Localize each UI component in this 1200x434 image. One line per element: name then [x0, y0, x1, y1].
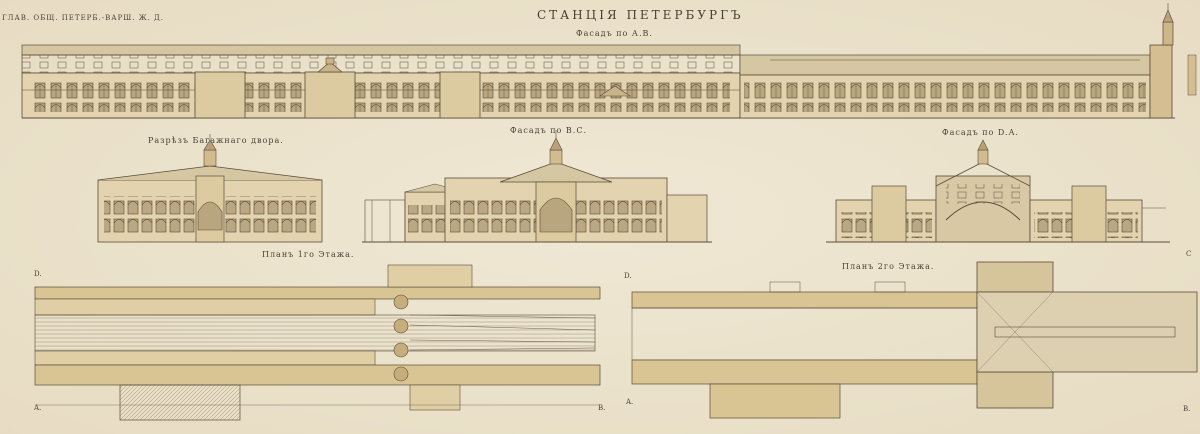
- plan-floor-1: [34, 264, 601, 421]
- section-baggage-elevation: [97, 134, 323, 243]
- corner-label-a1: A.: [34, 404, 42, 412]
- facade-bc-elevation: [362, 130, 712, 243]
- facade-da-elevation: [826, 139, 1170, 243]
- corner-label-c2: C: [1186, 250, 1192, 258]
- facade-ab-elevation: [21, 3, 1197, 119]
- facade-da-label: Фасадъ по D.A.: [942, 128, 1019, 137]
- facade-ab-label: Фасадъ по А.В.: [576, 29, 653, 38]
- section-baggage-label: Разрѣзъ Багажнаго двора.: [148, 136, 284, 145]
- corner-label-b2: B.: [1183, 405, 1191, 413]
- facade-bc-label: Фасадъ по В.С.: [510, 126, 587, 135]
- station-title: СТАНЦІЯ ПЕТЕРБУРГЪ: [537, 8, 744, 22]
- plan-floor-1-label: Планъ 1го Этажа.: [262, 250, 355, 259]
- corner-label-d2: D.: [624, 272, 632, 280]
- plan-floor-2: [631, 261, 1198, 419]
- corner-label-b1: B.: [598, 404, 606, 412]
- corner-label-d1: D.: [34, 270, 42, 278]
- plan-floor-2-label: Планъ 2го Этажа.: [842, 262, 935, 271]
- corner-label-a2: A.: [626, 398, 634, 406]
- railway-company-title: ГЛАВ. ОБЩ. ПЕТЕРБ.-ВАРШ. Ж. Д.: [2, 14, 164, 22]
